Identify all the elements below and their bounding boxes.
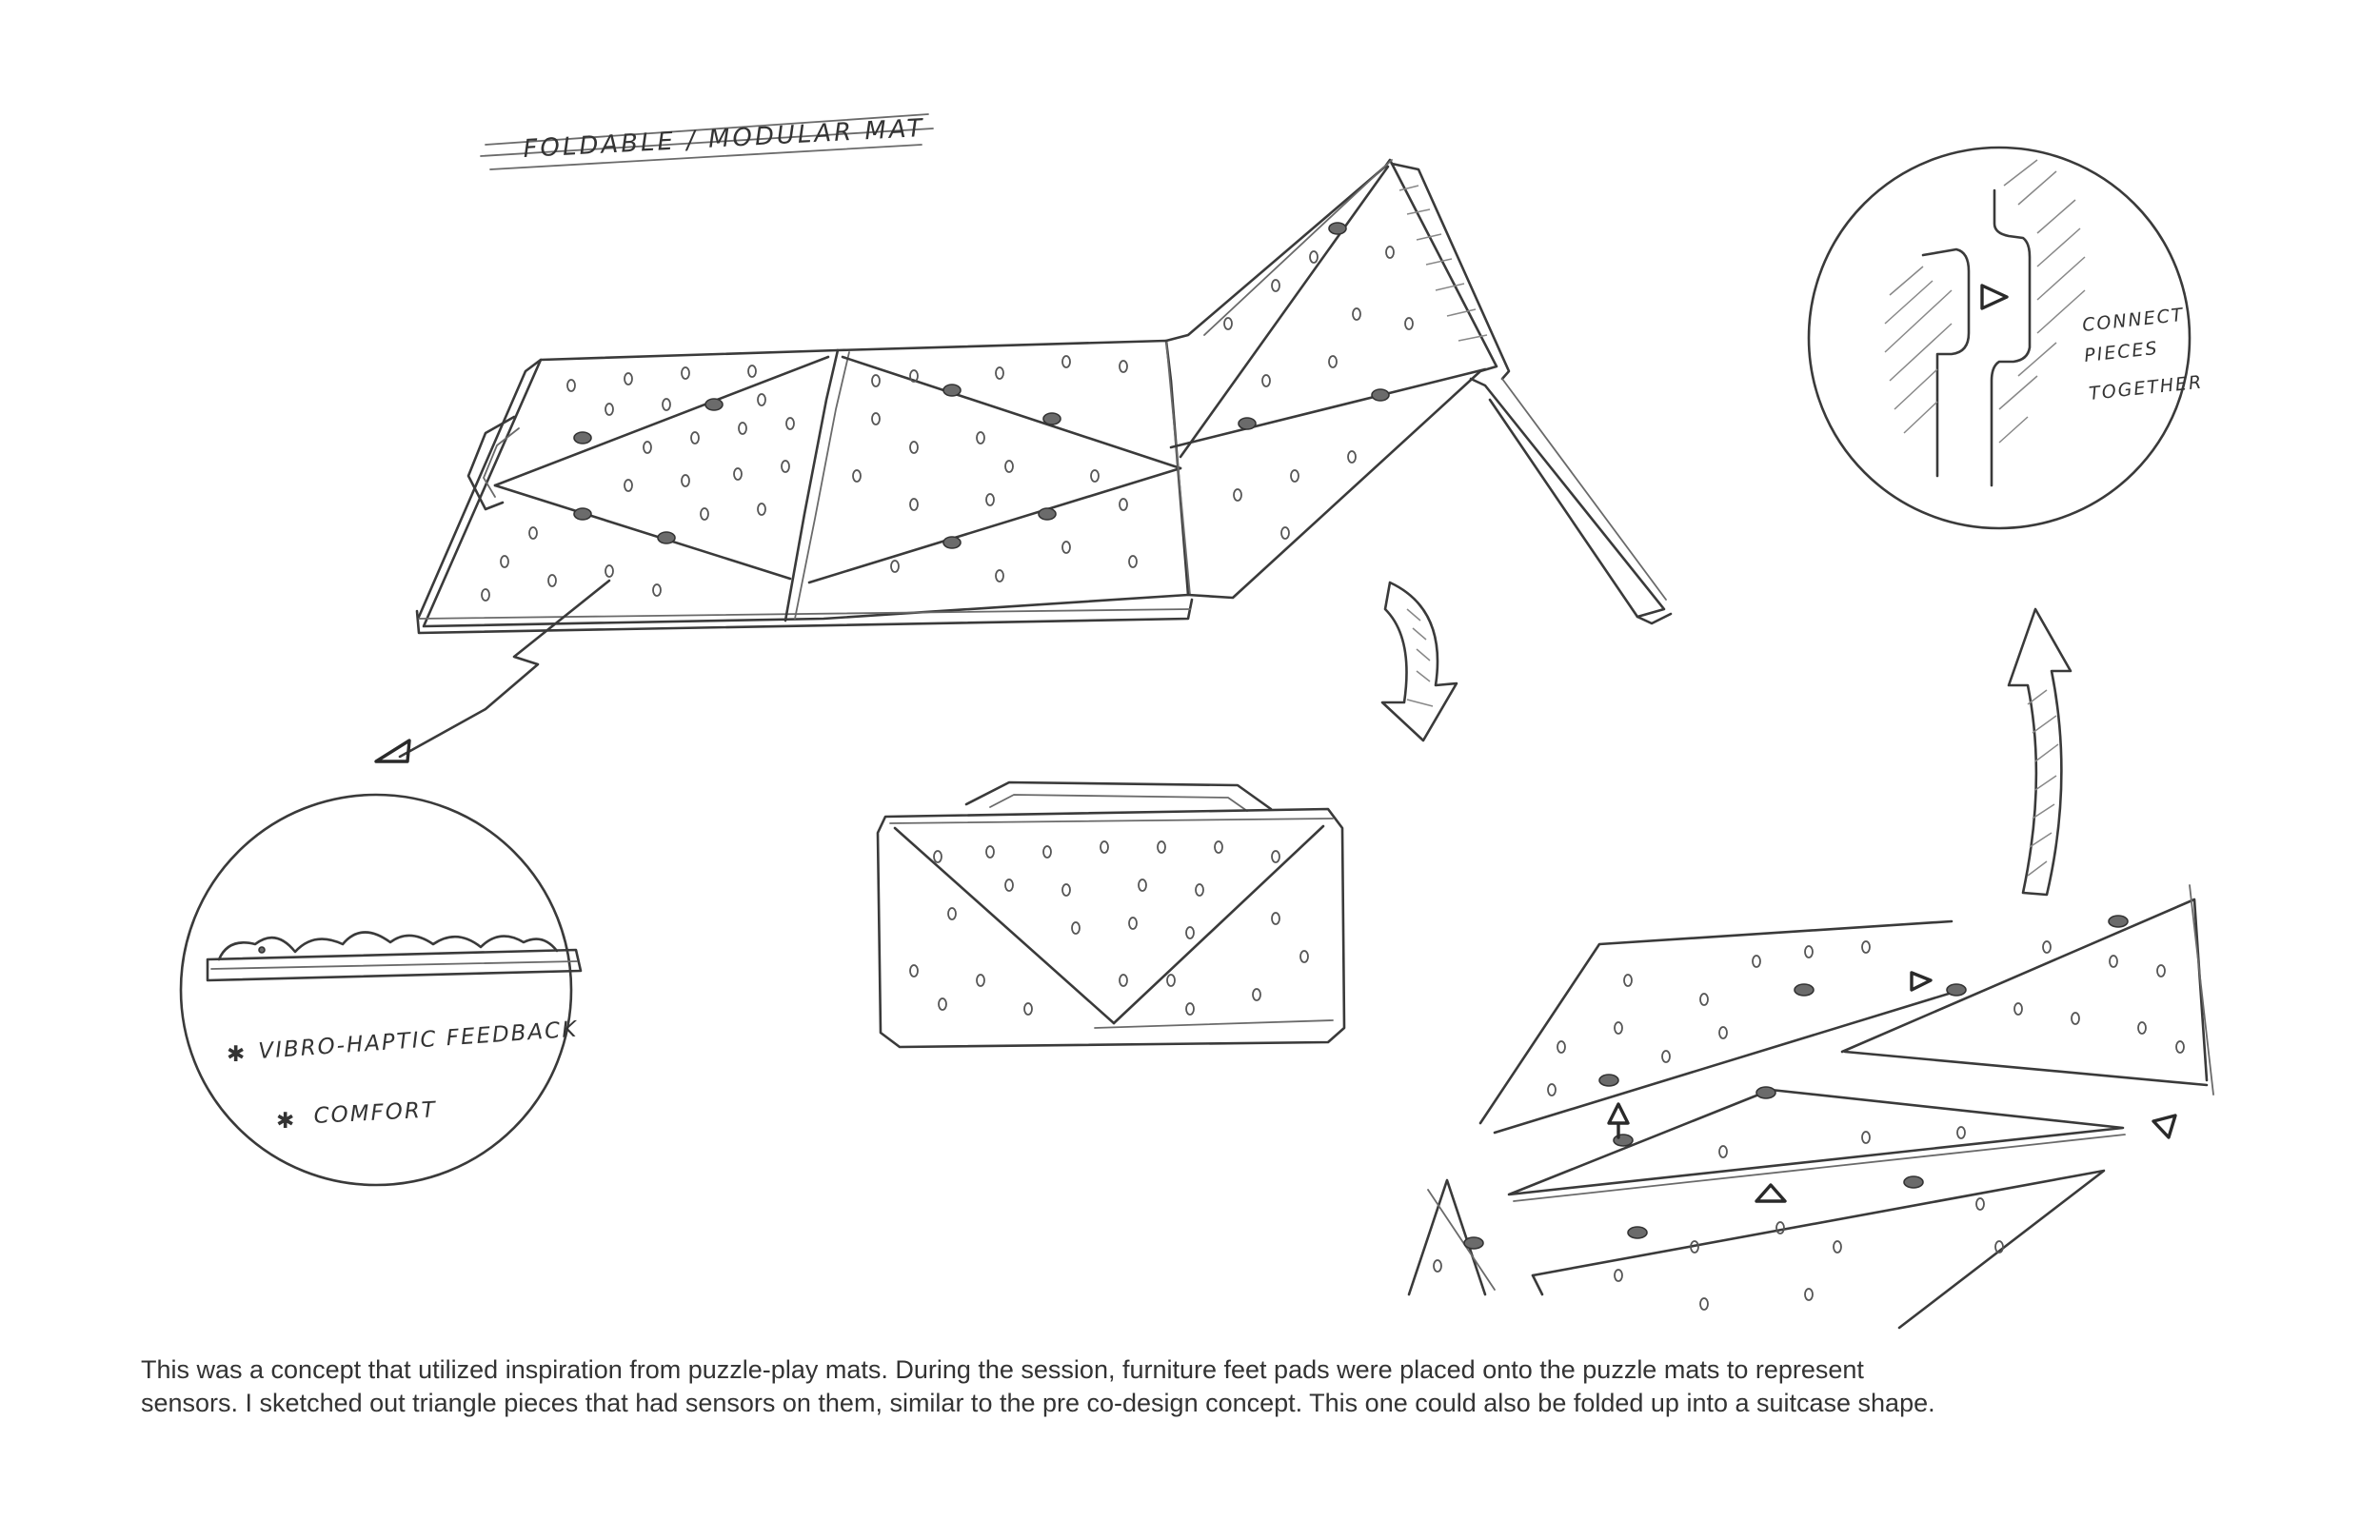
- bullet-star-1: ✱: [227, 1042, 247, 1067]
- unfolded-mat: [374, 158, 1673, 763]
- bullet-star-2: ✱: [276, 1109, 296, 1134]
- connector-detail: CONNECT PIECES TOGETHER: [1807, 146, 2204, 530]
- sketch-title: FOLDABLE / MODULAR MAT: [480, 113, 934, 170]
- fold-down-arrow: [1380, 581, 1458, 742]
- caption-line-2: sensors. I sketched out triangle pieces …: [141, 1389, 1935, 1417]
- bullet-vibro-haptic: VIBRO-HAPTIC FEEDBACK: [258, 1017, 579, 1064]
- caption-line-1: This was a concept that utilized inspira…: [141, 1355, 1864, 1384]
- folded-suitcase: [876, 780, 1346, 1049]
- connect-note-line-2: PIECES: [2083, 338, 2159, 366]
- connect-note-line-1: CONNECT: [2081, 305, 2185, 336]
- caption: This was a concept that utilized inspira…: [141, 1353, 2273, 1420]
- exploded-pieces: [1407, 884, 2214, 1330]
- cross-section-detail: ✱ VIBRO-HAPTIC FEEDBACK ✱ COMFORT: [179, 793, 583, 1187]
- connect-up-arrow: [2007, 607, 2073, 897]
- connect-note-line-3: TOGETHER: [2088, 372, 2204, 405]
- bullet-comfort: COMFORT: [313, 1097, 438, 1129]
- concept-sketch: FOLDABLE / MODULAR MAT: [179, 113, 2214, 1330]
